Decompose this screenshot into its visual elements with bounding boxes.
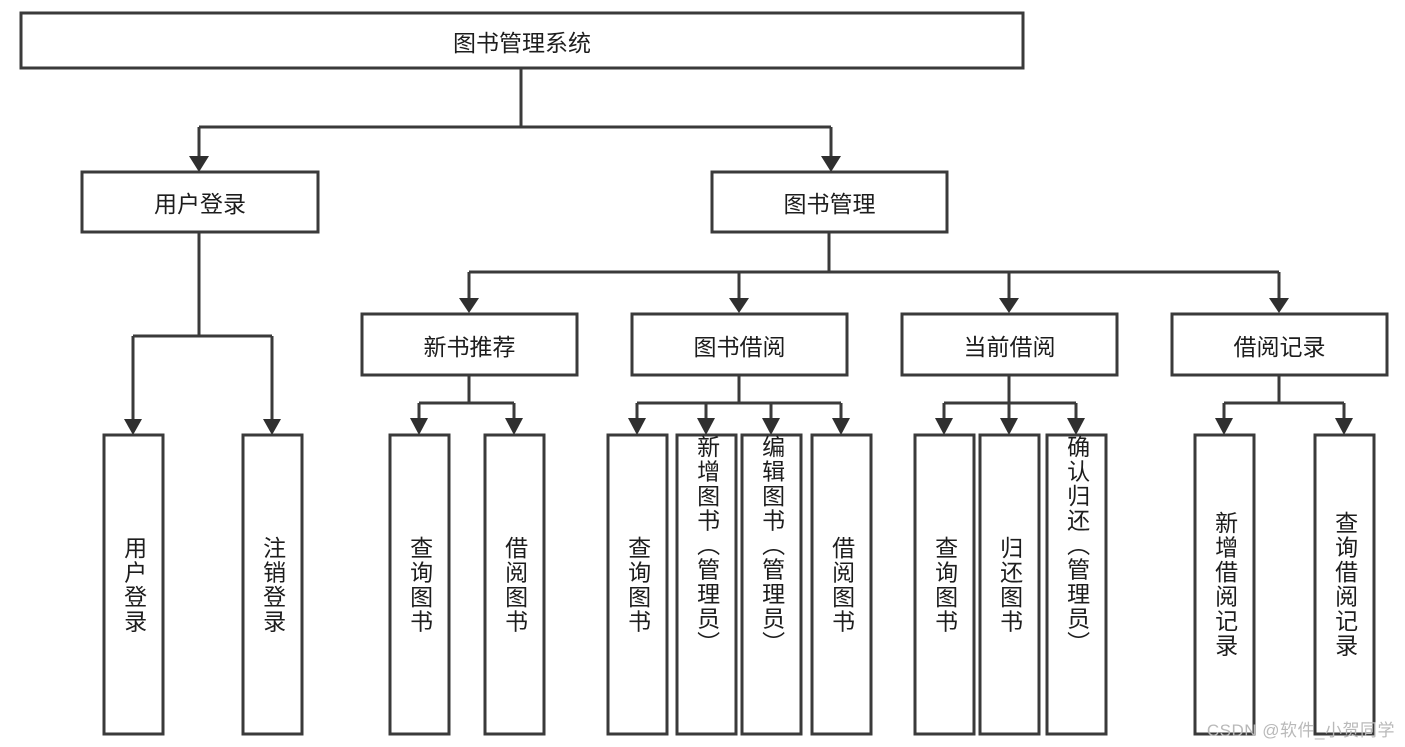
watermark: CSDN @软件_小贺同学 bbox=[1206, 721, 1395, 740]
arrowhead-to-leaf-add-book bbox=[697, 418, 715, 435]
arrowhead-to-leaf-logout bbox=[263, 419, 281, 435]
connector-book-borrow-to-leaves bbox=[635, 375, 843, 424]
arrowhead-to-leaf-query-book-2 bbox=[628, 418, 646, 435]
node-leaf-confirm-return[interactable] bbox=[1045, 433, 1108, 736]
node-leaf-query-book-3[interactable] bbox=[913, 433, 976, 736]
arrowhead-to-leaf-add-record bbox=[1215, 418, 1233, 435]
node-leaf-user-login[interactable] bbox=[102, 433, 165, 736]
connector-borrow-record-to-leaves bbox=[1222, 375, 1346, 424]
arrowheads-layer bbox=[124, 156, 1353, 435]
arrowhead-to-leaf-borrow-book-2 bbox=[832, 418, 850, 435]
connector-root-to-level1 bbox=[197, 68, 833, 160]
arrowhead-to-borrow-record bbox=[1269, 298, 1289, 313]
node-borrow-record[interactable] bbox=[1170, 312, 1389, 377]
node-user-login[interactable] bbox=[80, 170, 320, 234]
node-leaf-add-record[interactable] bbox=[1193, 433, 1256, 736]
arrowhead-to-leaf-edit-book bbox=[762, 418, 780, 435]
arrowhead-to-user-login bbox=[189, 156, 209, 172]
arrowhead-to-leaf-borrow-book-1 bbox=[505, 418, 523, 435]
arrowhead-to-leaf-return-book bbox=[1000, 418, 1018, 435]
node-root[interactable] bbox=[19, 11, 1025, 70]
connectors-layer bbox=[131, 68, 1346, 424]
connector-book-mgmt-to-level2 bbox=[467, 232, 1281, 302]
arrowhead-to-leaf-query-book-3 bbox=[935, 418, 953, 435]
arrowhead-to-leaf-query-book-1 bbox=[410, 418, 428, 435]
arrowhead-to-new-book-rec bbox=[459, 298, 479, 313]
node-current-borrow[interactable] bbox=[900, 312, 1119, 377]
arrowhead-to-book-mgmt bbox=[821, 156, 841, 172]
node-book-borrow[interactable] bbox=[630, 312, 849, 377]
node-leaf-return-book[interactable] bbox=[978, 433, 1041, 736]
arrowhead-to-current-borrow bbox=[999, 298, 1019, 313]
nodes-layer bbox=[19, 11, 1389, 736]
arrowhead-to-book-borrow bbox=[729, 298, 749, 313]
node-leaf-borrow-book-2[interactable] bbox=[810, 433, 873, 736]
node-leaf-add-book[interactable] bbox=[675, 433, 738, 736]
arrowhead-to-leaf-user-login bbox=[124, 419, 142, 435]
node-book-mgmt[interactable] bbox=[710, 170, 949, 234]
node-leaf-query-book-2[interactable] bbox=[606, 433, 669, 736]
node-leaf-logout[interactable] bbox=[241, 433, 304, 736]
connector-new-book-rec-to-leaves bbox=[417, 375, 516, 424]
node-leaf-borrow-book-1[interactable] bbox=[483, 433, 546, 736]
connector-user-login-to-leaves bbox=[131, 232, 274, 424]
arrowhead-to-leaf-confirm-return bbox=[1067, 418, 1085, 435]
node-new-book-rec[interactable] bbox=[360, 312, 579, 377]
node-leaf-query-book-1[interactable] bbox=[388, 433, 451, 736]
node-leaf-query-record[interactable] bbox=[1313, 433, 1376, 736]
connector-current-borrow-to-leaves bbox=[942, 375, 1078, 424]
node-leaf-edit-book[interactable] bbox=[740, 433, 803, 736]
arrowhead-to-leaf-query-record bbox=[1335, 418, 1353, 435]
